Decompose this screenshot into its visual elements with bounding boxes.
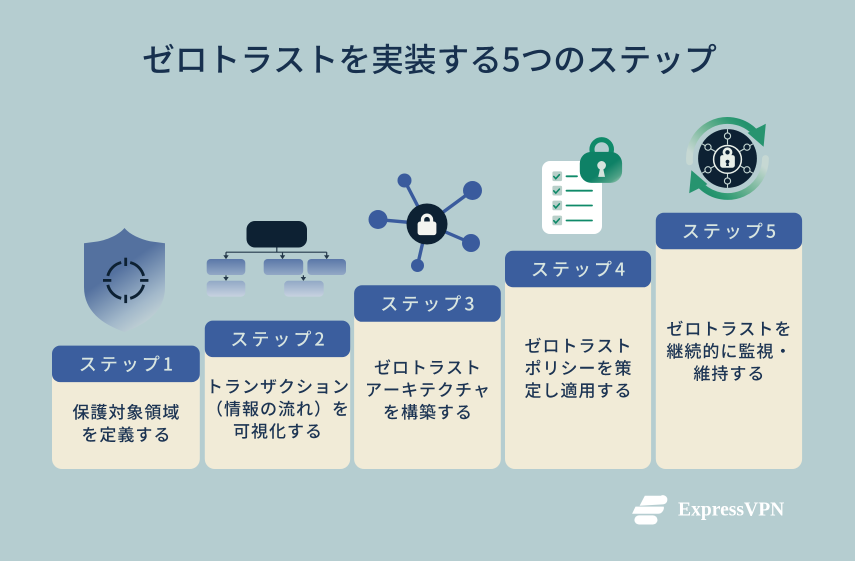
svg-text:ExpressVPN: ExpressVPN (678, 500, 784, 521)
